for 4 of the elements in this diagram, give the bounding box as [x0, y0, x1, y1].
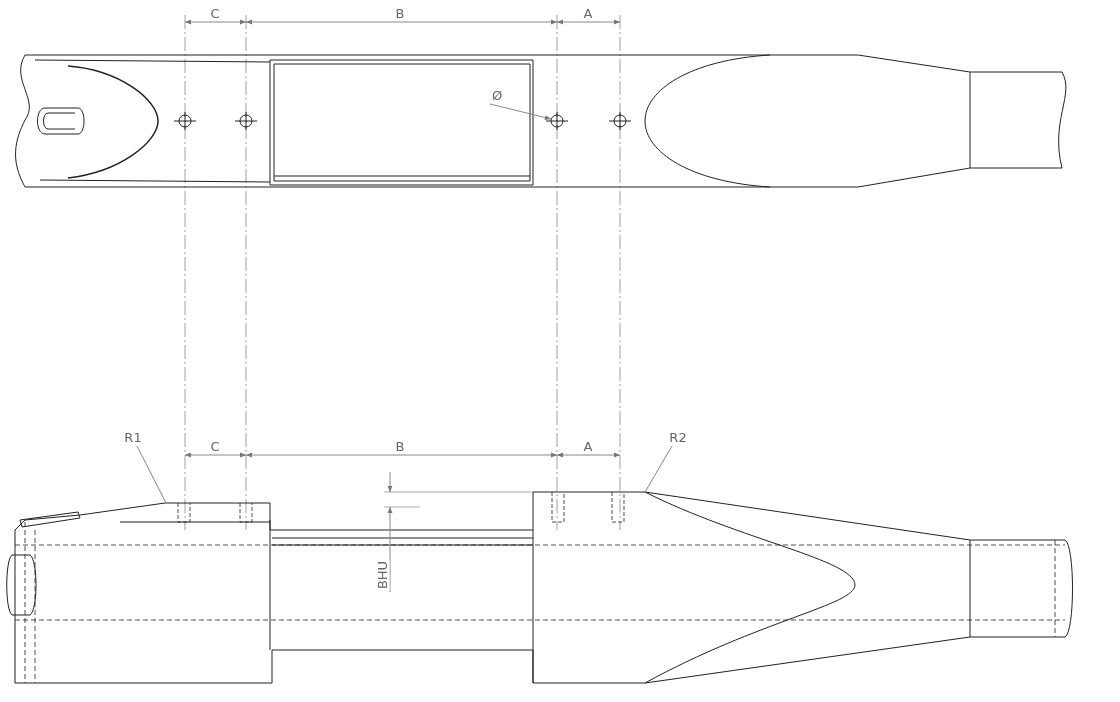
leader-line	[489, 103, 552, 120]
leader-line	[136, 445, 167, 504]
diameter-symbol: Ø	[490, 87, 504, 103]
leader-line	[644, 445, 673, 493]
